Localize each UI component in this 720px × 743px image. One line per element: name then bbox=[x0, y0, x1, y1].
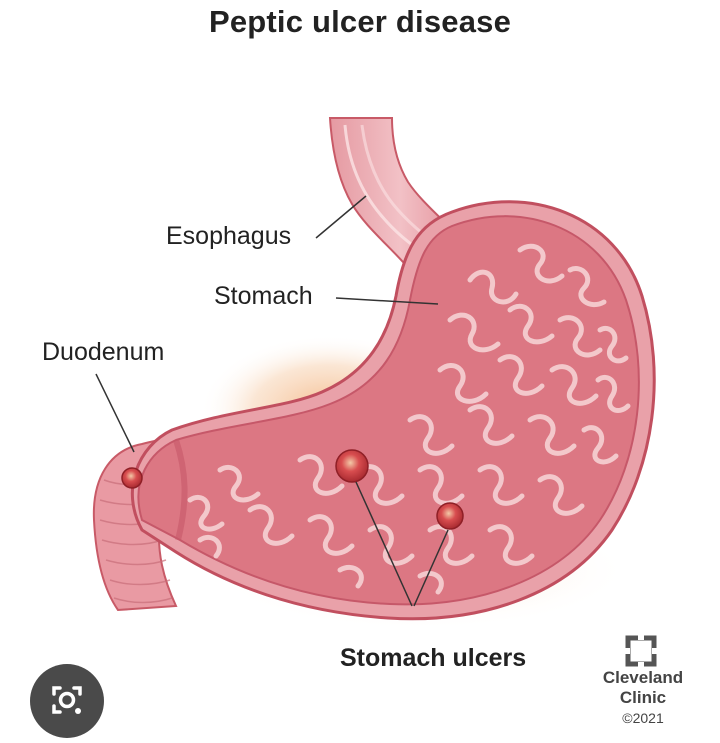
page-title: Peptic ulcer disease bbox=[208, 4, 512, 39]
duodenal-ulcer bbox=[121, 467, 143, 489]
label-esophagus: Esophagus bbox=[166, 222, 292, 250]
google-lens-icon bbox=[52, 686, 82, 714]
stomach-ulcer-1 bbox=[335, 449, 369, 483]
diagram-canvas: Peptic ulcer disease bbox=[30, 4, 683, 738]
stomach-illustration bbox=[92, 117, 660, 670]
label-stomach-ulcers: Stomach ulcers bbox=[340, 644, 527, 672]
gastric-rugae bbox=[187, 243, 631, 595]
label-stomach: Stomach bbox=[214, 282, 313, 310]
logo-wordmark: Cleveland Clinic ©2021 bbox=[598, 668, 688, 728]
google-lens-button[interactable] bbox=[30, 664, 104, 738]
logo-copyright: ©2021 bbox=[622, 710, 664, 726]
logo-line-2: Clinic bbox=[619, 688, 667, 707]
leader-lines bbox=[95, 195, 449, 607]
logo-line-1: Cleveland bbox=[602, 668, 684, 687]
cleveland-clinic-logo-icon bbox=[622, 632, 660, 670]
stomach-ulcer-2 bbox=[436, 502, 464, 530]
label-duodenum: Duodenum bbox=[42, 338, 165, 366]
